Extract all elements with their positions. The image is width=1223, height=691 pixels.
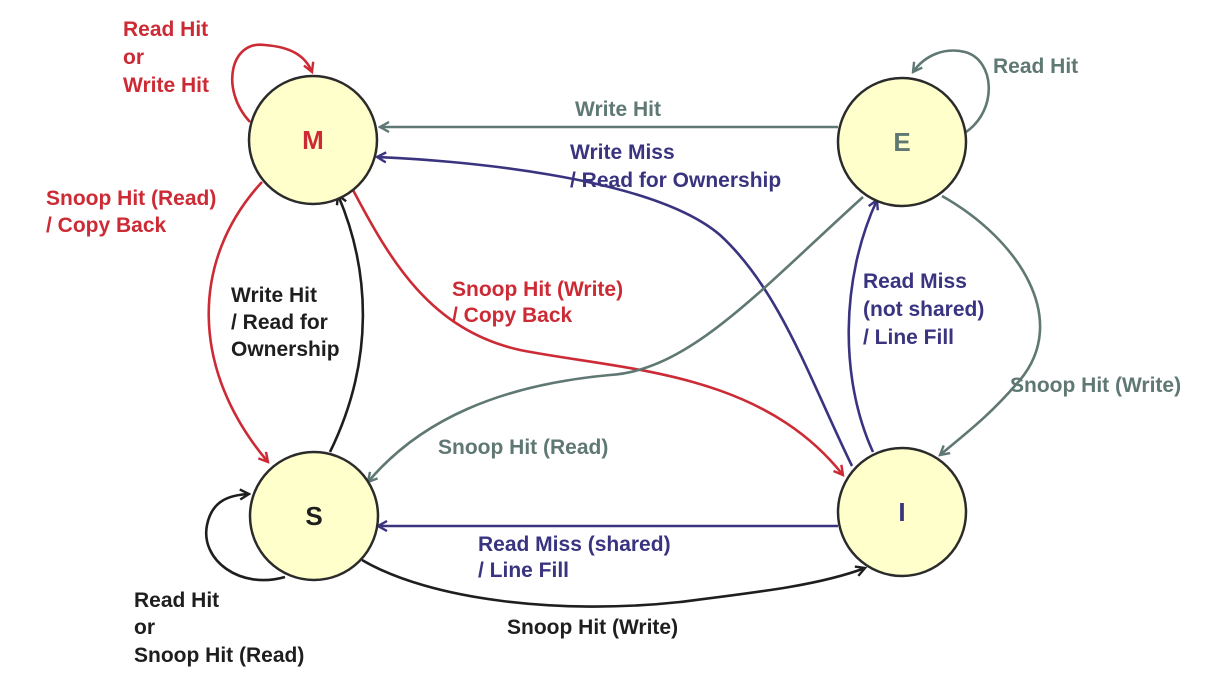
edge-s-self (204, 494, 286, 582)
state-e: E (836, 76, 968, 208)
state-s: S (248, 450, 380, 582)
state-i-label: I (898, 497, 905, 527)
state-e-label: E (893, 127, 910, 157)
label-e-to-i: Snoop Hit (Write) (1010, 374, 1181, 397)
label-m-to-s: Snoop Hit (Read) / Copy Back (46, 187, 222, 237)
edge-e-to-i (940, 194, 1042, 455)
label-i-to-s: Read Miss (shared) / Line Fill (478, 533, 676, 582)
edge-m-to-i (351, 189, 843, 475)
label-i-to-e: Read Miss (not shared) / Line Fill (863, 270, 990, 349)
label-m-to-i: Snoop Hit (Write) / Copy Back (452, 278, 629, 327)
state-s-circle (248, 450, 380, 582)
label-s-to-m: Write Hit / Read for Ownership (231, 284, 340, 361)
label-m-self: Read Hit or Write Hit (123, 18, 214, 97)
label-e-self: Read Hit (993, 55, 1078, 78)
edge-s-to-i (361, 558, 865, 608)
edge-i-to-m (377, 157, 854, 467)
edge-m-self (230, 43, 312, 123)
label-i-to-m: Write Miss / Read for Ownership (570, 141, 781, 192)
edge-e-to-s (368, 196, 864, 482)
label-s-self: Read Hit or Snoop Hit (Read) (134, 589, 304, 667)
label-s-to-i: Snoop Hit (Write) (507, 616, 678, 639)
edge-i-to-e (847, 200, 877, 453)
edge-s-to-m (328, 195, 365, 453)
edge-m-to-s (207, 181, 268, 462)
state-s-label: S (305, 501, 322, 531)
state-e-circle (836, 76, 968, 208)
state-m-label: M (302, 125, 324, 155)
label-e-to-s: Snoop Hit (Read) (438, 436, 608, 459)
state-i: I (836, 446, 968, 578)
edge-e-self (913, 49, 990, 134)
state-m-circle (247, 74, 379, 206)
state-m: M (247, 74, 379, 206)
label-e-to-m: Write Hit (575, 98, 661, 121)
state-i-circle (836, 446, 968, 578)
